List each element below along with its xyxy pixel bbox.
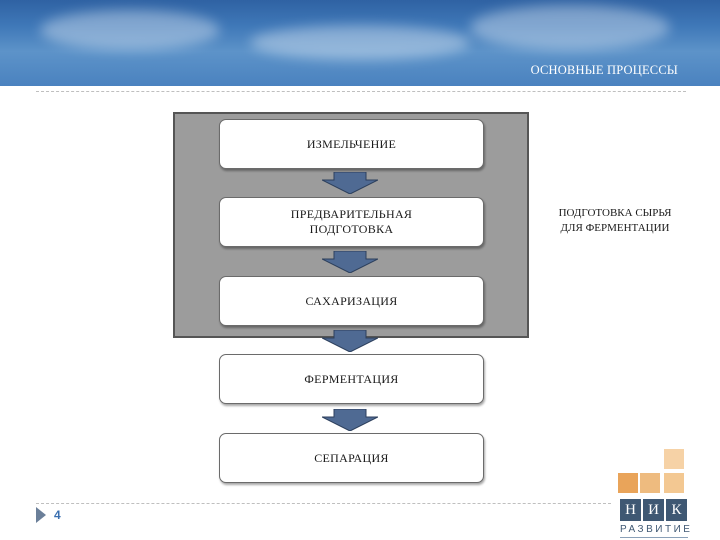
step-label: СЕПАРАЦИЯ xyxy=(314,450,389,465)
step-box-fermentation: ФЕРМЕНТАЦИЯ xyxy=(219,354,484,404)
company-logo: Н И К РАЗВИТИЕ xyxy=(612,449,692,540)
down-arrow-icon xyxy=(322,330,378,352)
down-arrow-icon xyxy=(322,251,378,273)
logo-square xyxy=(618,473,638,493)
step-label: ИЗМЕЛЬЧЕНИЕ xyxy=(306,136,397,151)
down-arrow-icon xyxy=(322,409,378,431)
logo-square xyxy=(640,473,660,493)
page-title: ОСНОВНЫЕ ПРОЦЕССЫ xyxy=(530,63,678,77)
logo-subtitle: РАЗВИТИЕ xyxy=(620,524,693,535)
logo-letter: К xyxy=(666,499,687,521)
step-label: САХАРИЗАЦИЯ xyxy=(305,293,398,308)
header-banner: ОСНОВНЫЕ ПРОЦЕССЫ xyxy=(0,0,720,86)
chevron-marker-icon xyxy=(36,507,46,523)
logo-underline xyxy=(620,537,688,538)
step-box-separation: СЕПАРАЦИЯ xyxy=(219,433,484,483)
step-label: ПРЕДВАРИТЕЛЬНАЯ ПОДГОТОВКА xyxy=(290,207,413,236)
step-label: ФЕРМЕНТАЦИЯ xyxy=(304,371,399,386)
step-box-grinding: ИЗМЕЛЬЧЕНИЕ xyxy=(219,119,484,169)
cloud-decoration xyxy=(470,5,670,50)
cloud-decoration xyxy=(250,25,470,60)
step-box-saccharification: САХАРИЗАЦИЯ xyxy=(219,276,484,326)
down-arrow-icon xyxy=(322,172,378,194)
cloud-decoration xyxy=(40,10,220,50)
logo-square xyxy=(664,449,684,469)
logo-square xyxy=(664,473,684,493)
logo-letter: И xyxy=(643,499,664,521)
bottom-divider xyxy=(36,503,611,504)
group-label: ПОДГОТОВКА СЫРЬЯ ДЛЯ ФЕРМЕНТАЦИИ xyxy=(558,207,672,234)
step-box-pretreatment: ПРЕДВАРИТЕЛЬНАЯ ПОДГОТОВКА xyxy=(219,197,484,247)
page-number: 4 xyxy=(54,508,61,522)
logo-letter: Н xyxy=(620,499,641,521)
top-divider xyxy=(36,91,686,92)
